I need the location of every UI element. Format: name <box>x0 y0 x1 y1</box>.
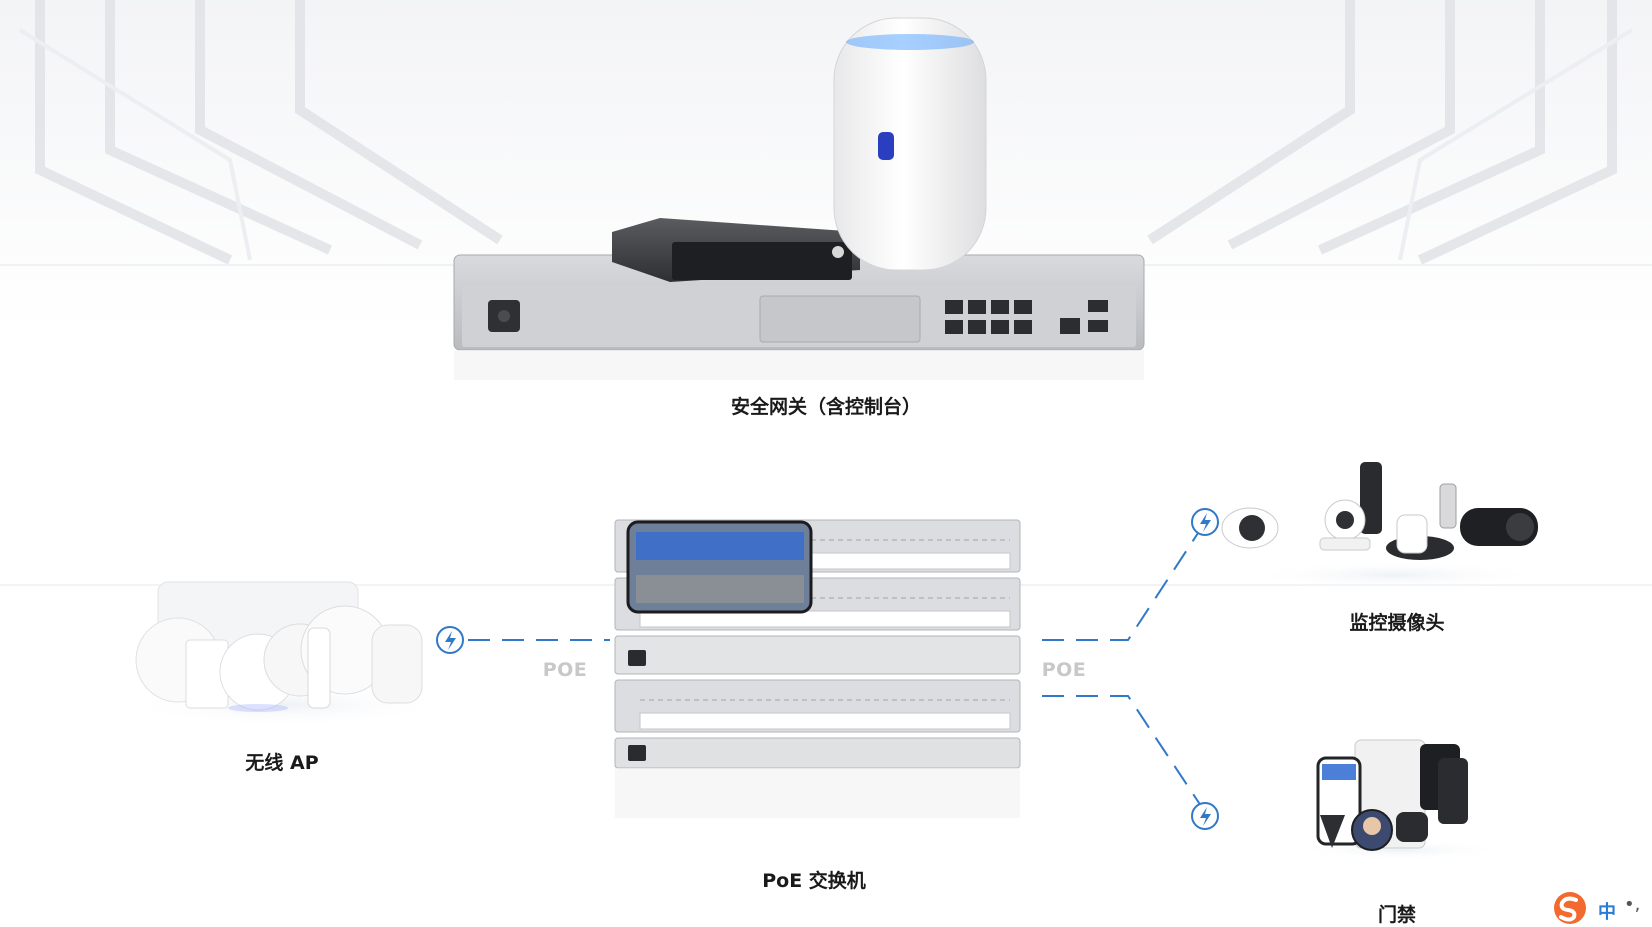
camera-label: 监控摄像头 <box>1349 612 1445 634</box>
poe-label-left: POE <box>542 659 588 681</box>
dream-machine <box>833 17 987 271</box>
poe-power-icon <box>436 626 464 654</box>
switch-label: PoE 交换机 <box>762 870 866 892</box>
access-control-cluster <box>1290 739 1510 860</box>
poe-power-icon <box>1191 508 1219 536</box>
poe-switch-stack <box>614 519 1021 818</box>
access-label: 门禁 <box>1377 904 1417 926</box>
ap-label: 无线 AP <box>245 752 319 774</box>
ime-punctuation-toggle[interactable]: •, <box>1624 894 1641 915</box>
poe-links <box>468 529 1206 813</box>
ime-mode-toggle[interactable]: 中 <box>1598 902 1616 923</box>
nvr-box <box>612 218 860 282</box>
gateway-label: 安全网关（含控制台） <box>730 396 922 418</box>
poe-power-icon <box>1191 802 1219 830</box>
wireless-ap-cluster <box>125 581 445 727</box>
sogou-logo-icon[interactable] <box>1554 892 1586 924</box>
poe-label-right: POE <box>1041 659 1087 681</box>
link-switch-access <box>1042 695 1206 813</box>
link-switch-camera <box>1042 529 1201 641</box>
ime-status-bar[interactable] <box>1546 890 1652 927</box>
gateway-rack-device <box>453 254 1145 380</box>
camera-cluster <box>1221 462 1545 589</box>
